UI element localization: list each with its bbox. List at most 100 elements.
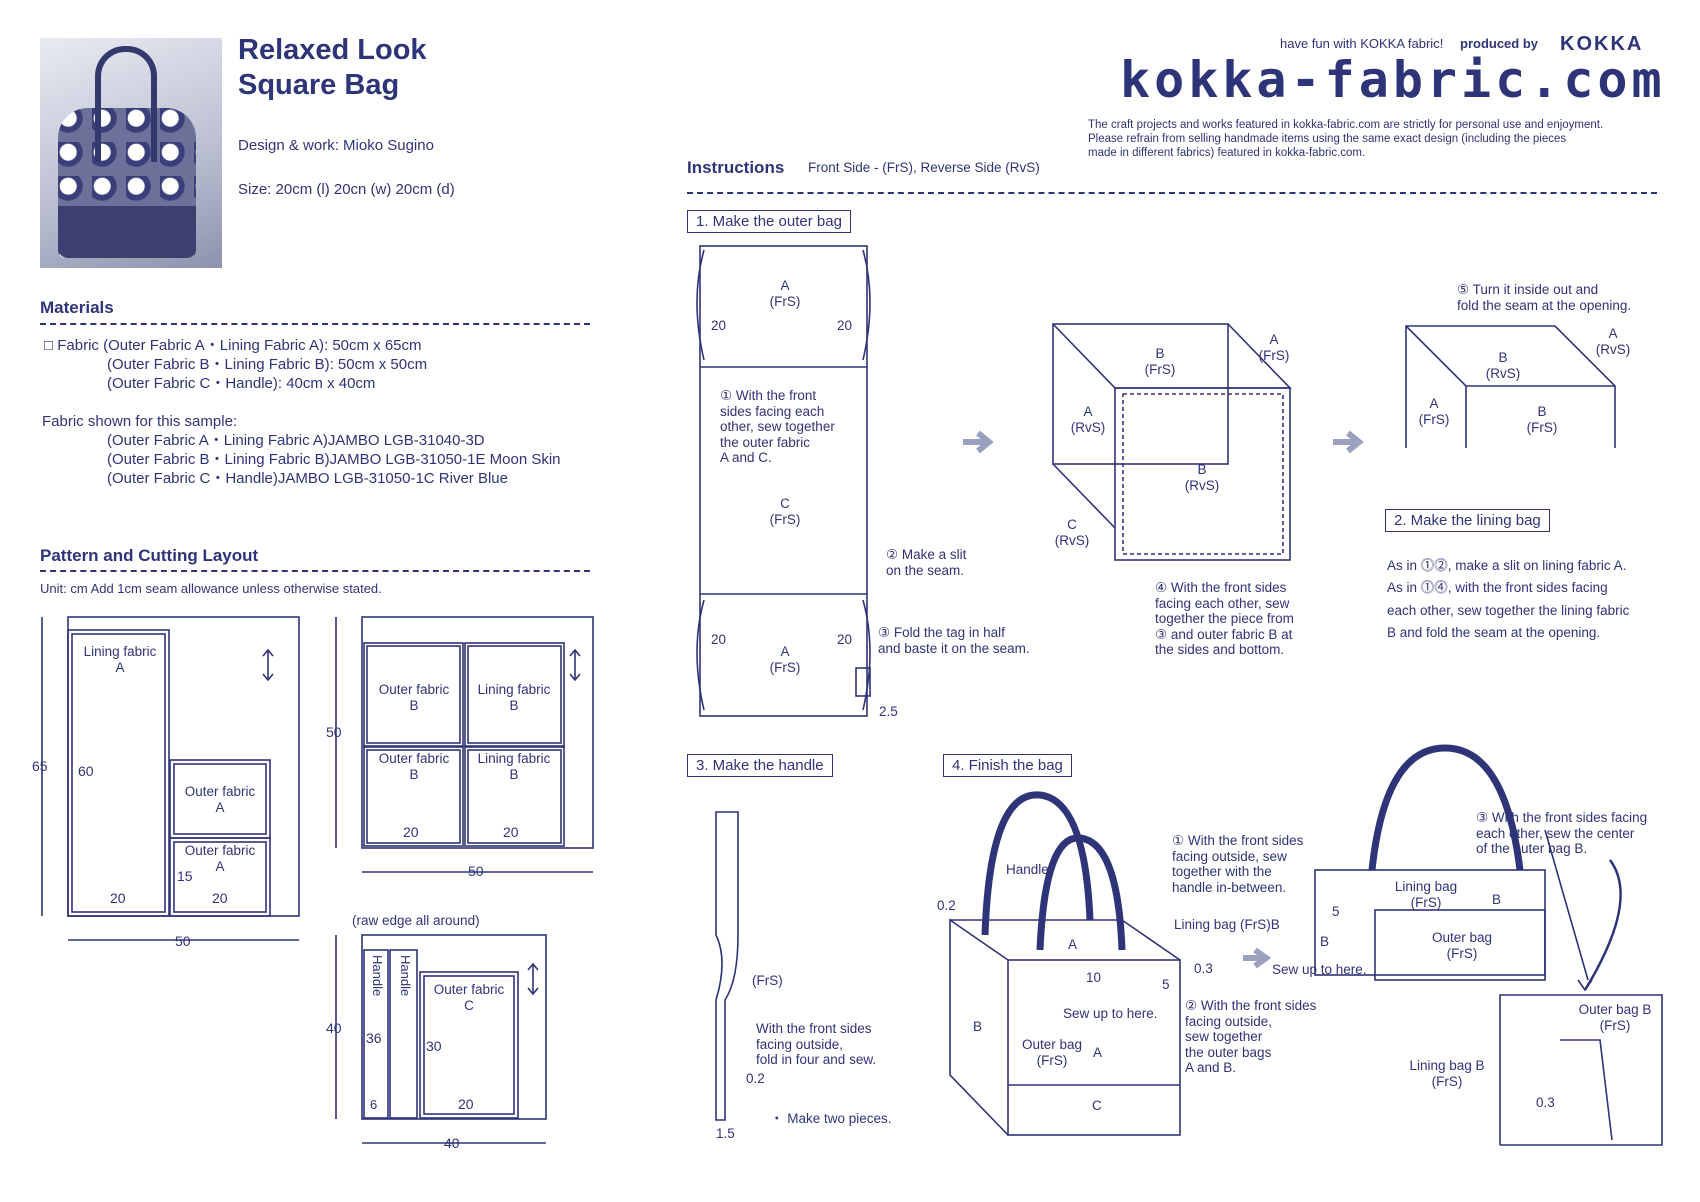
brand-logo: KOKKA	[1560, 33, 1644, 55]
instructions-heading: Instructions	[687, 158, 785, 177]
piece-label: C(RvS)	[1054, 517, 1090, 548]
step1-label: 1. Make the outer bag	[687, 210, 851, 233]
handle-strap	[715, 811, 739, 1121]
step3-label: 3. Make the handle	[687, 754, 833, 777]
piece-label: Lining bag (FrS)B	[1174, 917, 1280, 932]
step2-label: 2. Make the lining bag	[1385, 509, 1550, 532]
dim-label: 5	[1162, 977, 1170, 992]
piece-label: Handle	[398, 955, 413, 997]
sew-note: Sew up to here.	[1063, 1006, 1158, 1021]
dim-label: 20	[711, 632, 727, 647]
outer-fabric-strip	[699, 245, 868, 717]
step3-pieces: ・ Make two pieces.	[770, 1111, 892, 1126]
dim-label: 0.3	[1194, 961, 1213, 976]
outer-a-piece-2	[169, 837, 271, 917]
dim-label: 10	[1086, 970, 1102, 985]
piece-label: A(FrS)	[769, 644, 801, 675]
material-line: (Outer Fabric B・Lining Fabric B): 50cm x…	[107, 356, 428, 373]
dim-label: 0.2	[746, 1071, 765, 1086]
dim-label: 1.5	[716, 1126, 735, 1141]
piece-label: Lining bag(FrS)	[1394, 879, 1458, 910]
piece-label: (FrS)	[752, 973, 783, 988]
notice-1: The craft projects and works featured in…	[1088, 119, 1604, 131]
layout2-sheet	[361, 616, 594, 849]
dim-label: 60	[78, 763, 94, 779]
material-line: (Outer Fabric C・Handle): 40cm x 40cm	[107, 375, 376, 392]
dim-label: 5	[1332, 904, 1340, 919]
design-credit: Design & work: Mioko Sugino	[238, 137, 434, 154]
tagline: have fun with KOKKA fabric!	[1280, 36, 1444, 51]
dim-label: 50	[468, 863, 484, 879]
piece-label: Outer bag(FrS)	[1021, 1037, 1083, 1068]
piece-label: Outer bag B(FrS)	[1578, 1002, 1652, 1033]
dim-label: 6	[370, 1097, 378, 1112]
bag-photo	[40, 38, 222, 268]
notice-3: made in different fabrics) featured in k…	[1088, 147, 1366, 159]
dim-label: 40	[326, 1020, 342, 1036]
dim-label: 20	[837, 632, 853, 647]
dim-label: 36	[366, 1030, 382, 1046]
dim-label: 20	[403, 824, 419, 840]
piece-label: B(RvS)	[1184, 462, 1220, 493]
unit-note: Unit: cm Add 1cm seam allowance unless o…	[40, 581, 382, 596]
dim-label: 50	[326, 724, 342, 740]
dim-label: 65	[32, 758, 48, 774]
piece-label: A	[1068, 937, 1078, 952]
pattern-heading: Pattern and Cutting Layout	[40, 546, 259, 565]
dim-label: 20	[711, 318, 727, 333]
piece-label: Outer bag(FrS)	[1431, 930, 1493, 961]
step4-label: 4. Finish the bag	[943, 754, 1072, 777]
dim-label: 50	[175, 933, 191, 949]
sample-line: (Outer Fabric C・Handle)JAMBO LGB-31050-1…	[107, 470, 508, 487]
piece-label: A(FrS)	[1418, 396, 1450, 427]
size-info: Size: 20cm (l) 20cn (w) 20cm (d)	[238, 181, 455, 198]
title-line1: Relaxed Look	[238, 34, 427, 66]
piece-label: B(RvS)	[1485, 350, 1521, 381]
dim-label: 0.2	[937, 898, 956, 913]
material-line: □ Fabric (Outer Fabric A・Lining Fabric A…	[44, 337, 422, 354]
sample-line: (Outer Fabric B・Lining Fabric B)JAMBO LG…	[107, 451, 561, 468]
piece-label: Lining bag B(FrS)	[1409, 1058, 1485, 1089]
dim-label: 30	[426, 1038, 442, 1054]
piece-label: A	[1093, 1045, 1103, 1060]
side-legend: Front Side - (FrS), Reverse Side (RvS)	[808, 160, 1040, 175]
piece-label: A(RvS)	[1070, 404, 1106, 435]
lining-a-piece	[67, 629, 170, 917]
title-line2: Square Bag	[238, 69, 400, 101]
piece-label: B	[1492, 892, 1502, 907]
sample-heading: Fabric shown for this sample:	[42, 413, 238, 430]
raw-edge-note: (raw edge all around)	[352, 913, 480, 928]
dim-label: 2.5	[879, 704, 898, 719]
bag-box-b	[1114, 387, 1291, 561]
dim-label: 15	[177, 868, 193, 884]
site-logo[interactable]: kokka-fabric.com	[1120, 51, 1666, 109]
produced-by: produced by	[1460, 36, 1539, 51]
piece-label: B(FrS)	[1526, 404, 1558, 435]
dim-label: 20	[503, 824, 519, 840]
divider	[40, 323, 590, 325]
piece-label: B	[1320, 934, 1330, 949]
finished-bag	[1007, 959, 1181, 1136]
dim-label: 20	[110, 890, 126, 906]
piece-label: B(FrS)	[1144, 346, 1176, 377]
piece-label: Handle	[370, 955, 385, 997]
dim-label: 20	[458, 1096, 474, 1112]
piece-label: B	[973, 1019, 983, 1034]
materials-heading: Materials	[40, 298, 114, 317]
piece-label: A(FrS)	[1258, 332, 1290, 363]
